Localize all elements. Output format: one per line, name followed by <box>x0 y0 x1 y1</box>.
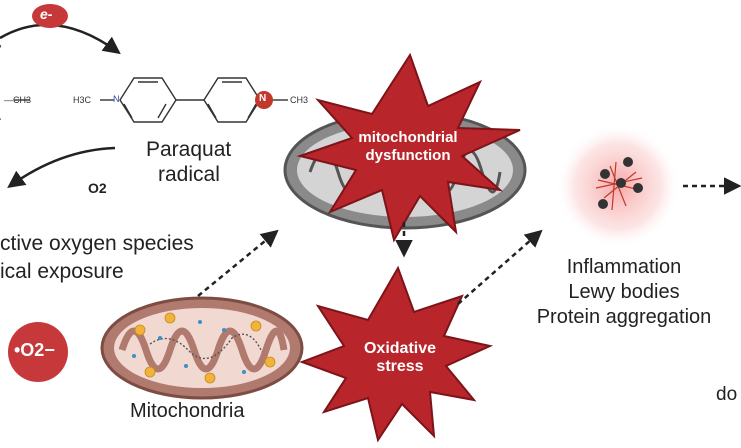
electron-badge <box>32 4 68 28</box>
pathology-line2: Lewy bodies <box>568 281 680 303</box>
redox-cycle-arrows <box>0 23 121 189</box>
protein-aggregate <box>556 124 680 248</box>
right-methyl-label: CH3 <box>290 95 309 105</box>
mito-dysfunction-star <box>296 52 521 243</box>
mitochondria-label: Mitochondria <box>130 400 245 422</box>
ros-line1: ctive oxygen species <box>0 232 194 255</box>
ros-line2: ical exposure <box>0 260 124 283</box>
oxidative-stress-star <box>299 265 494 443</box>
radical-nitrogen-marker <box>255 91 273 109</box>
pyridine-ring-left <box>119 77 177 123</box>
h3c-label: H3C <box>73 95 92 105</box>
healthy-mitochondrion <box>100 296 304 400</box>
paraquat-molecule <box>14 77 288 123</box>
mitochondria-to-dysfunction-arrow <box>197 229 279 297</box>
mito-dysfunction-text: mitochondrial dysfunction <box>338 129 478 165</box>
stress-to-pathology-arrow <box>457 229 543 305</box>
paraquat-caption-line2: radical <box>158 163 220 186</box>
oxidative-stress-line1: Oxidative <box>363 340 437 357</box>
pathology-line1: Inflammation <box>566 256 682 278</box>
oxidative-stress-line2: stress <box>376 358 424 375</box>
electron-label: e- <box>40 6 53 22</box>
mito-dysfunction-line1: mitochondrial <box>358 129 458 146</box>
mito-dysfunction-line2: dysfunction <box>365 147 451 164</box>
pathology-line3: Protein aggregation <box>536 306 712 328</box>
pathology-labels: Inflammation Lewy bodies Protein aggrega… <box>524 255 724 330</box>
paraquat-caption-line1: Paraquat <box>146 138 232 161</box>
pyridine-ring-right <box>203 77 261 123</box>
cutoff-right-label: do <box>716 384 738 405</box>
superoxide-label: •O2− <box>14 340 55 360</box>
oxygen-label: O2 <box>88 180 107 196</box>
superoxide-badge <box>8 322 68 382</box>
oxidative-stress-text: Oxidative stress <box>330 340 470 376</box>
n-left-label: N <box>113 94 120 104</box>
left-methyl-label: —CH3 <box>4 95 32 105</box>
n-right-label: N <box>259 93 267 104</box>
